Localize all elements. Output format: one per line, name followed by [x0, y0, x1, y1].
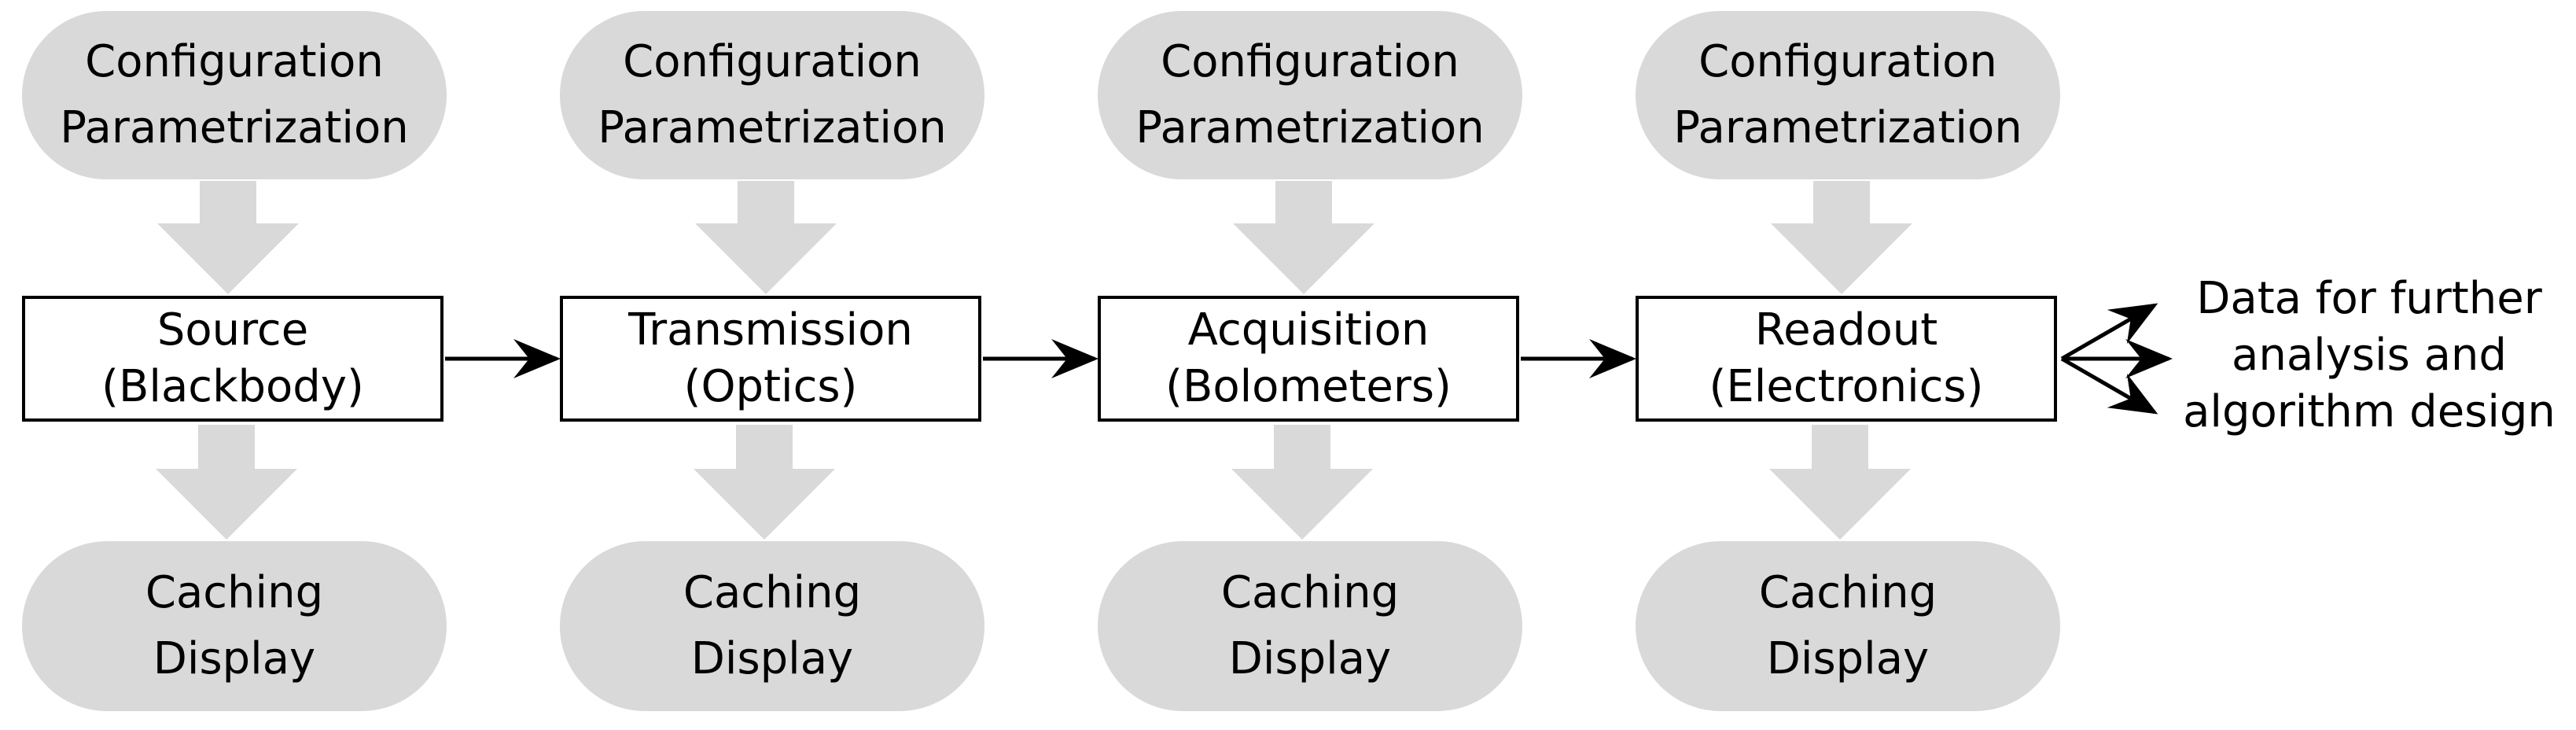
- stage-box-subtitle: (Electronics): [1709, 361, 1984, 412]
- config-pill-line-1: Configuration: [1698, 36, 1997, 87]
- stage-box-title: Readout: [1754, 304, 1938, 356]
- output-pill-line-2: Display: [153, 633, 316, 684]
- output-pill-readout: Caching Display: [1636, 541, 2060, 711]
- config-pill-line-1: Configuration: [85, 36, 384, 87]
- output-pill-line-2: Display: [690, 633, 854, 684]
- output-pill-line-1: Caching: [683, 567, 862, 618]
- stage-box-subtitle: (Optics): [683, 361, 858, 412]
- stage-box-title: Transmission: [628, 304, 913, 356]
- final-output-line-3: algorithm design: [2183, 386, 2556, 437]
- output-pill-line-2: Display: [1766, 633, 1930, 684]
- stage-box-acquisition: Acquisition (Bolometers): [1098, 296, 1519, 422]
- output-down-arrow-acquisition: [1231, 425, 1373, 540]
- output-pill-transmission: Caching Display: [560, 541, 984, 711]
- output-down-arrow-readout: [1769, 425, 1911, 540]
- fanout-arrow-up: [2060, 303, 2158, 361]
- output-down-arrow-transmission: [694, 425, 835, 540]
- config-pill-line-2: Parametrization: [598, 102, 947, 153]
- config-down-arrow-transmission: [695, 181, 837, 294]
- stage-box-transmission: Transmission (Optics): [560, 296, 981, 422]
- output-pill-line-1: Caching: [1220, 567, 1400, 618]
- config-pill-line-2: Parametrization: [1135, 102, 1485, 153]
- config-pill-acquisition: Configuration Parametrization: [1098, 11, 1522, 179]
- config-pill-transmission: Configuration Parametrization: [560, 11, 984, 179]
- stage-box-title: Acquisition: [1187, 304, 1430, 356]
- config-pill-readout: Configuration Parametrization: [1636, 11, 2060, 179]
- stage-box-subtitle: (Bolometers): [1165, 361, 1452, 412]
- final-output-label: Data for further analysis and algorithm …: [2169, 271, 2570, 441]
- config-pill-line-1: Configuration: [623, 36, 922, 87]
- fanout-arrow-down: [2060, 356, 2158, 415]
- output-pill-line-2: Display: [1228, 633, 1392, 684]
- config-pill-source: Configuration Parametrization: [22, 11, 447, 179]
- output-pill-source: Caching Display: [22, 541, 447, 711]
- output-pill-line-1: Caching: [1758, 567, 1938, 618]
- config-pill-line-1: Configuration: [1161, 36, 1459, 87]
- config-down-arrow-readout: [1771, 181, 1912, 294]
- config-down-arrow-source: [157, 181, 299, 294]
- final-output-line-2: analysis and: [2232, 330, 2507, 381]
- output-down-arrow-source: [156, 425, 297, 540]
- output-pill-line-1: Caching: [145, 567, 324, 618]
- stage-box-source: Source (Blackbody): [22, 296, 443, 422]
- stage-box-title: Source: [156, 304, 309, 356]
- config-down-arrow-acquisition: [1233, 181, 1374, 294]
- config-pill-line-2: Parametrization: [60, 102, 409, 153]
- stage-box-subtitle: (Blackbody): [101, 361, 364, 412]
- final-output-line-1: Data for further: [2196, 273, 2542, 324]
- stage-box-readout: Readout (Electronics): [1636, 296, 2057, 422]
- config-pill-line-2: Parametrization: [1673, 102, 2022, 153]
- output-pill-acquisition: Caching Display: [1098, 541, 1522, 711]
